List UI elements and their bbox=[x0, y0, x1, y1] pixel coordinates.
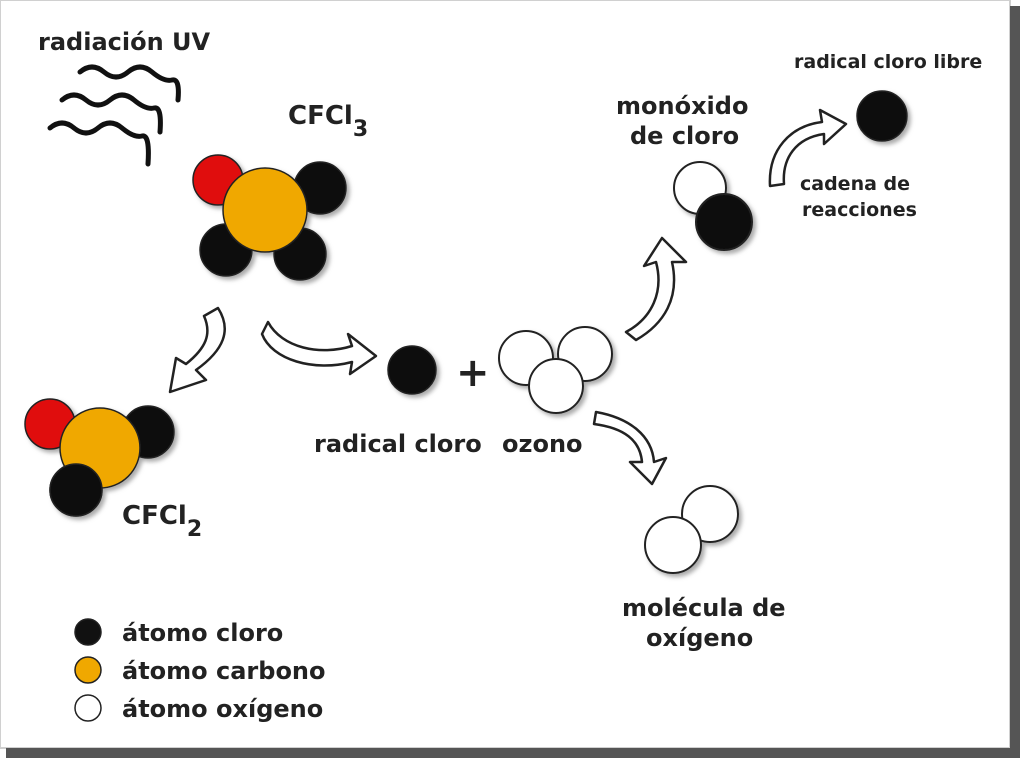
cfcl2-molecule bbox=[24, 398, 175, 517]
arrow-down-right-icon bbox=[592, 410, 668, 486]
ozone-molecule bbox=[498, 326, 613, 414]
free-chlorine-radical-atom bbox=[856, 90, 908, 142]
plus-sign: + bbox=[456, 350, 490, 396]
oxigeno-label-line1: molécula de bbox=[622, 594, 786, 622]
chlorine-radical-atom bbox=[387, 345, 437, 395]
legend-carbon-swatch-icon bbox=[74, 656, 102, 684]
chlorine-monoxide-molecule bbox=[673, 161, 753, 251]
monoxido-label-line2: de cloro bbox=[630, 122, 739, 150]
chlorine-atom bbox=[695, 193, 753, 251]
legend-item-carbono: átomo carbono bbox=[74, 656, 326, 685]
legend-label: átomo carbono bbox=[122, 657, 326, 685]
radical-cloro-label: radical cloro bbox=[314, 430, 482, 458]
oxigeno-label-line2: oxígeno bbox=[646, 624, 753, 652]
oxygen-atom bbox=[644, 516, 702, 574]
legend-chlorine-swatch-icon bbox=[74, 618, 102, 646]
arrow-right-icon bbox=[260, 320, 378, 376]
ozono-label: ozono bbox=[502, 430, 583, 458]
cfcl2-label: CFCl2 bbox=[122, 501, 202, 542]
cfcl3-molecule bbox=[192, 154, 347, 281]
legend-label: átomo oxígeno bbox=[122, 695, 323, 723]
legend-item-oxigeno: átomo oxígeno bbox=[74, 694, 323, 723]
legend-oxygen-swatch-icon bbox=[74, 694, 102, 722]
uv-wave-icon bbox=[47, 64, 181, 167]
frame-shadow-right bbox=[1010, 6, 1020, 758]
cadena-label-line1: cadena de bbox=[800, 173, 910, 195]
cfcl3-label: CFCl3 bbox=[288, 101, 368, 142]
arrow-down-left-icon bbox=[168, 306, 226, 394]
cadena-label-line2: reacciones bbox=[802, 199, 917, 221]
radical-libre-label: radical cloro libre bbox=[794, 51, 982, 73]
oxygen-atom bbox=[528, 358, 584, 414]
uv-label: radiación UV bbox=[38, 28, 211, 56]
oxygen-molecule bbox=[644, 485, 739, 574]
monoxido-label-line1: monóxido bbox=[616, 92, 748, 120]
legend: átomo cloro átomo carbono átomo oxígeno bbox=[74, 618, 326, 723]
frame-shadow-bottom bbox=[6, 748, 1020, 758]
arrow-up-right-icon bbox=[624, 236, 688, 342]
legend-label: átomo cloro bbox=[122, 619, 283, 647]
arrow-to-free-radical-icon bbox=[768, 108, 848, 188]
carbon-atom bbox=[222, 167, 308, 253]
legend-item-cloro: átomo cloro bbox=[74, 618, 283, 647]
